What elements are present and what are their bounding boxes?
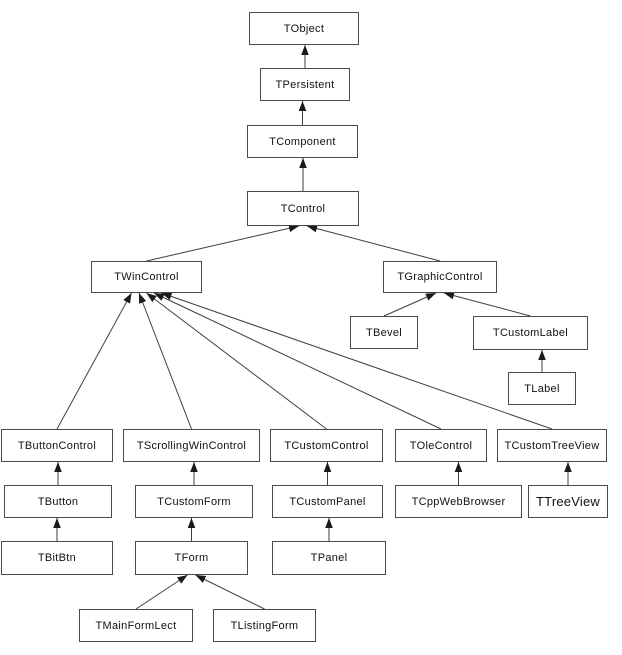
class-box-tbevel: TBevel	[350, 316, 418, 349]
class-box-tlistingform: TListingForm	[213, 609, 316, 642]
class-box-tcppwebbrowser: TCppWebBrowser	[395, 485, 522, 518]
class-box-tform: TForm	[135, 541, 248, 575]
class-box-tobject: TObject	[249, 12, 359, 45]
class-box-ttreeview: TTreeView	[528, 485, 608, 518]
class-box-tcustomcontrol: TCustomControl	[270, 429, 383, 462]
class-box-tcustomlabel: TCustomLabel	[473, 316, 588, 350]
class-box-tolecontrol: TOleControl	[395, 429, 487, 462]
class-box-tgraphiccontrol: TGraphicControl	[383, 261, 497, 293]
class-box-tcustomform: TCustomForm	[135, 485, 253, 518]
class-box-tmainformlect: TMainFormLect	[79, 609, 193, 642]
class-box-tscrollingwincontrol: TScrollingWinControl	[123, 429, 260, 462]
class-box-tcustomtreeview: TCustomTreeView	[497, 429, 607, 462]
class-box-tcomponent: TComponent	[247, 125, 358, 158]
class-box-tcontrol: TControl	[247, 191, 359, 226]
class-box-twincontrol: TWinControl	[91, 261, 202, 293]
class-box-tbuttoncontrol: TButtonControl	[1, 429, 113, 462]
class-box-tbitbtn: TBitBtn	[1, 541, 113, 575]
class-box-tpanel: TPanel	[272, 541, 386, 575]
class-box-tbutton: TButton	[4, 485, 112, 518]
class-box-tpersistent: TPersistent	[260, 68, 350, 101]
class-box-tcustompanel: TCustomPanel	[272, 485, 383, 518]
class-box-tlabel: TLabel	[508, 372, 576, 405]
